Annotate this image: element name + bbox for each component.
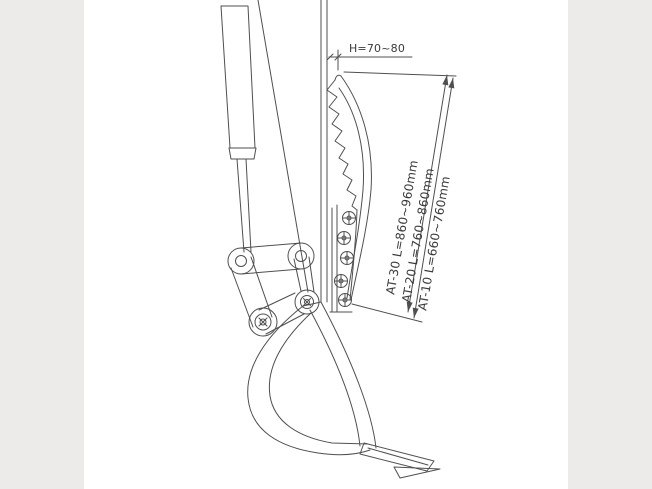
length-dimension-line-b <box>413 77 454 319</box>
hydraulic-cylinder <box>220 5 257 253</box>
bucket-mouth-outer <box>320 301 377 449</box>
thumb-back-edge <box>340 75 372 301</box>
length-dimension-line-a <box>407 74 448 313</box>
arrow-icon <box>448 78 455 89</box>
bolt-icon <box>334 274 348 288</box>
thumb-front-lower-edge <box>349 209 358 301</box>
thumb-mounting-bracket <box>329 204 353 313</box>
knuckle-pin <box>248 307 278 337</box>
top-link-bar <box>240 242 302 275</box>
link-pin-left-bore <box>235 255 247 267</box>
bucket-tooth-tip <box>393 466 441 479</box>
bolt-icon <box>342 211 356 225</box>
bucket-linkage <box>227 242 320 337</box>
mounting-bolts <box>334 211 356 307</box>
thumb-inner-contour <box>338 87 365 299</box>
bolt-icon <box>337 231 351 245</box>
drawing-lines <box>220 0 457 479</box>
bucket-tooth-inner-line <box>367 447 429 466</box>
arm-back-edge <box>320 0 328 303</box>
cylinder-rod <box>236 158 252 253</box>
bucket-mouth-inner <box>309 309 361 447</box>
side-link-c <box>293 256 315 293</box>
side-link-b <box>258 292 305 335</box>
link-pin-right-bore <box>295 250 307 262</box>
thumb-serrated-edge <box>326 79 358 211</box>
bolt-icon <box>340 251 354 265</box>
h-dimension-label: H=70~80 <box>349 42 405 55</box>
cylinder-tube <box>220 5 257 160</box>
bucket-tooth <box>359 442 435 472</box>
bolt-icon <box>338 293 352 307</box>
dimension-arrow-icons <box>406 75 455 318</box>
bucket-outer-shell <box>247 305 371 456</box>
bucket-top-edge <box>302 301 322 307</box>
arrow-icon <box>412 307 419 318</box>
bucket-inner-shell <box>268 312 369 445</box>
arrow-icon <box>406 301 413 312</box>
knuckle-pin-cross <box>258 317 268 327</box>
bucket <box>247 301 441 479</box>
dimension-lines <box>326 49 457 323</box>
thumb-tip <box>334 74 342 81</box>
length-extension-top <box>343 71 457 77</box>
arrow-icon <box>442 75 449 86</box>
thumb-attachment <box>326 74 372 313</box>
drawing-canvas <box>84 0 568 489</box>
length-extension-bottom <box>351 303 423 323</box>
